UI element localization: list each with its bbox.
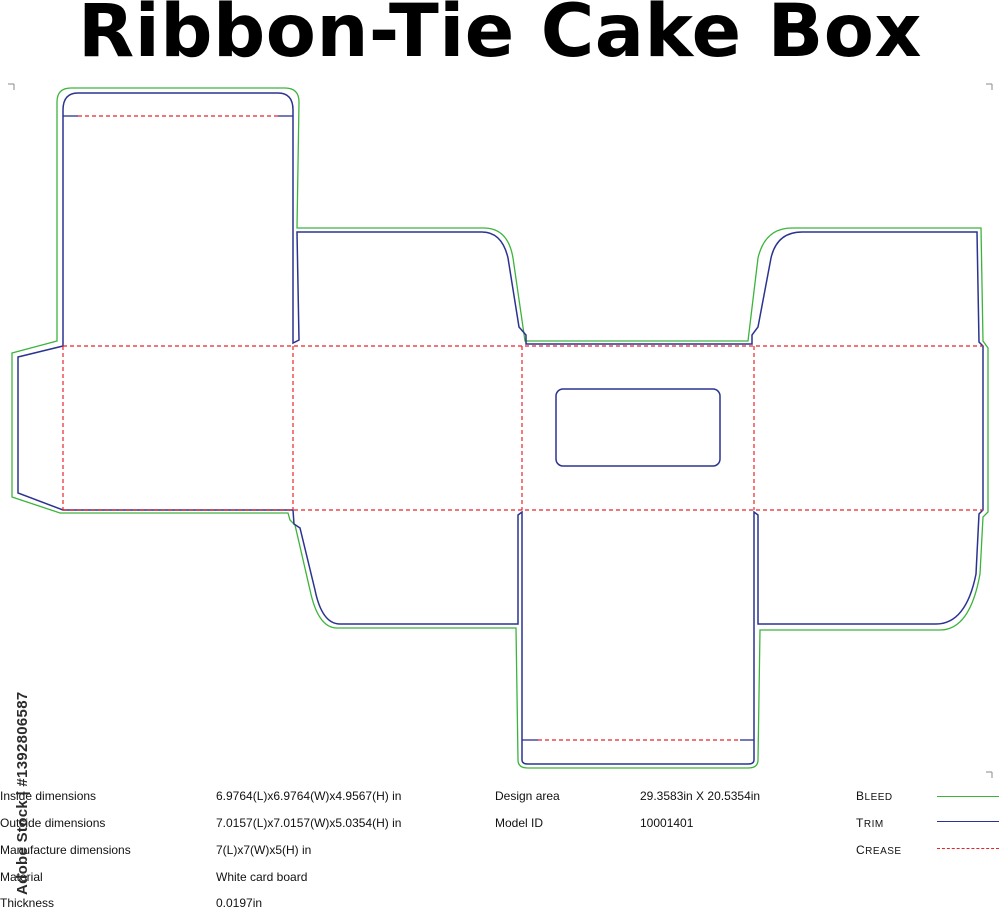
crop-marks xyxy=(8,83,993,778)
spec-model-id-label: Model ID xyxy=(495,816,544,830)
legend-trim-swatch xyxy=(937,821,999,822)
spec-design-area-label: Design area xyxy=(495,789,560,803)
spec-outside-label: Outside dimensions xyxy=(0,816,106,830)
stock-watermark: Adobe Stock | #1392806587 xyxy=(14,691,31,895)
spec-manufacture-label: Manufacture dimensions xyxy=(0,843,131,857)
spec-thickness-label: Thickness xyxy=(0,896,55,910)
bleed-outline xyxy=(11,87,989,769)
spec-material-value: White card board xyxy=(216,870,308,884)
legend-crease-label: CREASE xyxy=(856,843,902,857)
spec-material-label: Material xyxy=(0,870,43,884)
spec-design-area-value: 29.3583in X 20.5354in xyxy=(640,789,761,803)
spec-manufacture-value: 7(L)x7(W)x5(H) in xyxy=(216,843,312,857)
crease-lines xyxy=(62,115,983,741)
spec-inside-value: 6.9764(L)x6.9764(W)x4.9567(H) in xyxy=(216,789,402,803)
legend-bleed-label: BLEED xyxy=(856,789,893,803)
spec-thickness-value: 0.0197in xyxy=(216,896,263,910)
spec-inside-label: Inside dimensions xyxy=(0,789,97,803)
legend-bleed-swatch xyxy=(937,796,999,797)
window-cutout xyxy=(555,388,721,467)
page-title: Ribbon-Tie Cake Box xyxy=(78,0,922,74)
legend-trim-label: TRIM xyxy=(856,816,884,830)
spec-model-id-value: 10001401 xyxy=(640,816,694,830)
spec-outside-value: 7.0157(L)x7.0157(W)x5.0354(H) in xyxy=(216,816,402,830)
trim-outline xyxy=(17,92,984,765)
legend-crease-swatch xyxy=(937,848,999,849)
